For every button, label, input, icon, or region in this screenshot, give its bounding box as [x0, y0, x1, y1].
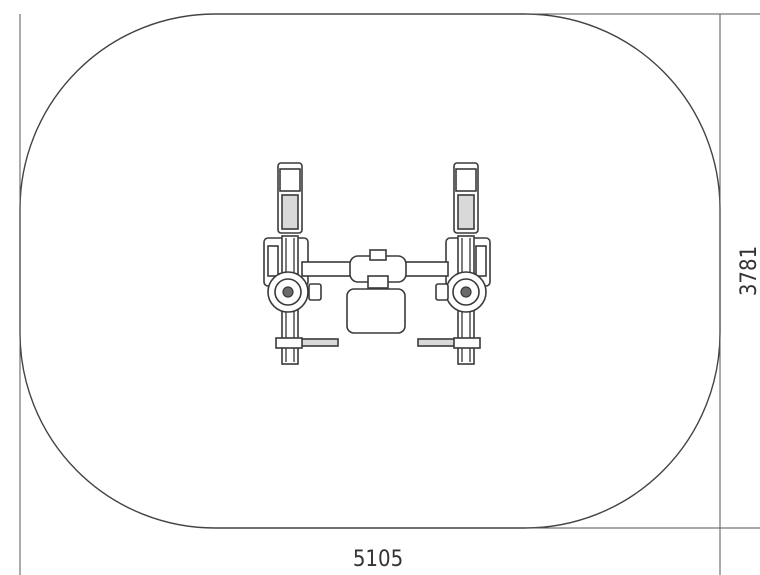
equipment-top-view: [263, 162, 491, 365]
width-dimension-label: 5105: [353, 547, 403, 572]
center-frame: [301, 249, 449, 334]
left-arm-assembly: [263, 162, 339, 365]
right-arm-assembly: [417, 162, 491, 365]
dimension-lines: [19, 13, 760, 575]
seat: [346, 288, 406, 334]
depth-dimension-label: 3781: [737, 246, 760, 296]
